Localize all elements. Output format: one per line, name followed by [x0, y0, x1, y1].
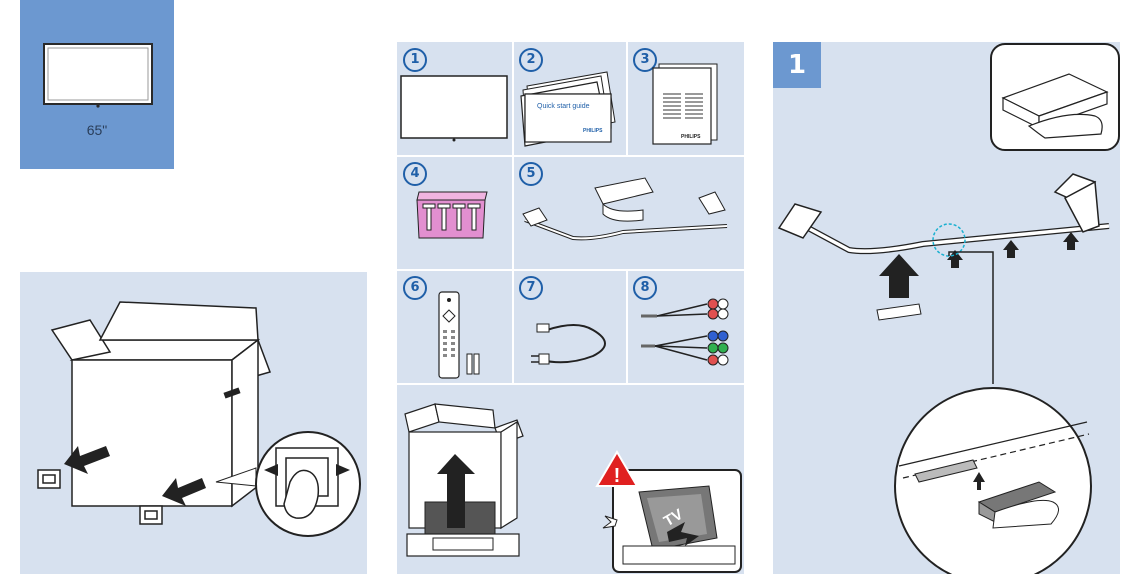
- leaflet-brand: PHILIPS: [681, 134, 701, 140]
- item-number-5: 5: [519, 162, 543, 186]
- package-contents-panel: 1 2 3 4 5 6 7 8 Quick start guide PHILIP…: [397, 42, 744, 574]
- insert-arrows: [879, 232, 1079, 298]
- item-number-4: 4: [403, 162, 427, 186]
- guide-title: Quick start guide: [537, 103, 590, 110]
- stand-assembly-illustration: [777, 43, 1120, 574]
- handle-clip-icon: [37, 469, 61, 489]
- step-number: 1: [773, 42, 821, 88]
- quick-start-guide-icon: Quick start guide PHILIPS: [520, 71, 616, 147]
- open-box-graphic: [37, 301, 361, 537]
- item-number-7: 7: [519, 276, 543, 300]
- unboxing-illustration: [20, 272, 367, 574]
- tv-stand-icon: [522, 177, 728, 241]
- step-1-panel: 1: [773, 42, 1120, 574]
- warning-symbol: !: [614, 465, 621, 487]
- highlight-circle: [932, 223, 966, 257]
- tv-icon: [400, 75, 508, 142]
- guide-brand: PHILIPS: [583, 128, 603, 134]
- item-number-6: 6: [403, 276, 427, 300]
- contents-grid-lines: [397, 42, 744, 385]
- tv-size-label: 65": [86, 122, 108, 138]
- item-number-2: 2: [519, 48, 543, 72]
- av-cables-icon: [641, 298, 729, 366]
- contents-illustrations: Quick start guide PHILIPS PHILIPS: [400, 63, 742, 573]
- pull-arrow-right: [162, 478, 206, 506]
- warning-icon: !: [595, 450, 639, 487]
- stand-neck-detail: [990, 43, 1120, 151]
- item-number-8: 8: [633, 276, 657, 300]
- tv-size-card: 65": [20, 0, 174, 169]
- remote-control-icon: [438, 291, 480, 379]
- handle-zoom-callout: [255, 431, 361, 537]
- power-cord-icon: [531, 323, 606, 365]
- leaflet-icon: PHILIPS: [652, 63, 718, 145]
- handle-clip-icon-2: [139, 505, 163, 525]
- lift-tv-out-of-box: [404, 403, 524, 557]
- tv-front-icon: [43, 43, 153, 108]
- screws-icon: [416, 191, 488, 239]
- item-number-3: 3: [633, 48, 657, 72]
- item-number-1: 1: [403, 48, 427, 72]
- pull-arrow-left: [64, 446, 110, 474]
- stand-base: [777, 173, 1110, 255]
- warning-callout: TV: [602, 469, 742, 573]
- zoom-detail-circle: [894, 387, 1092, 574]
